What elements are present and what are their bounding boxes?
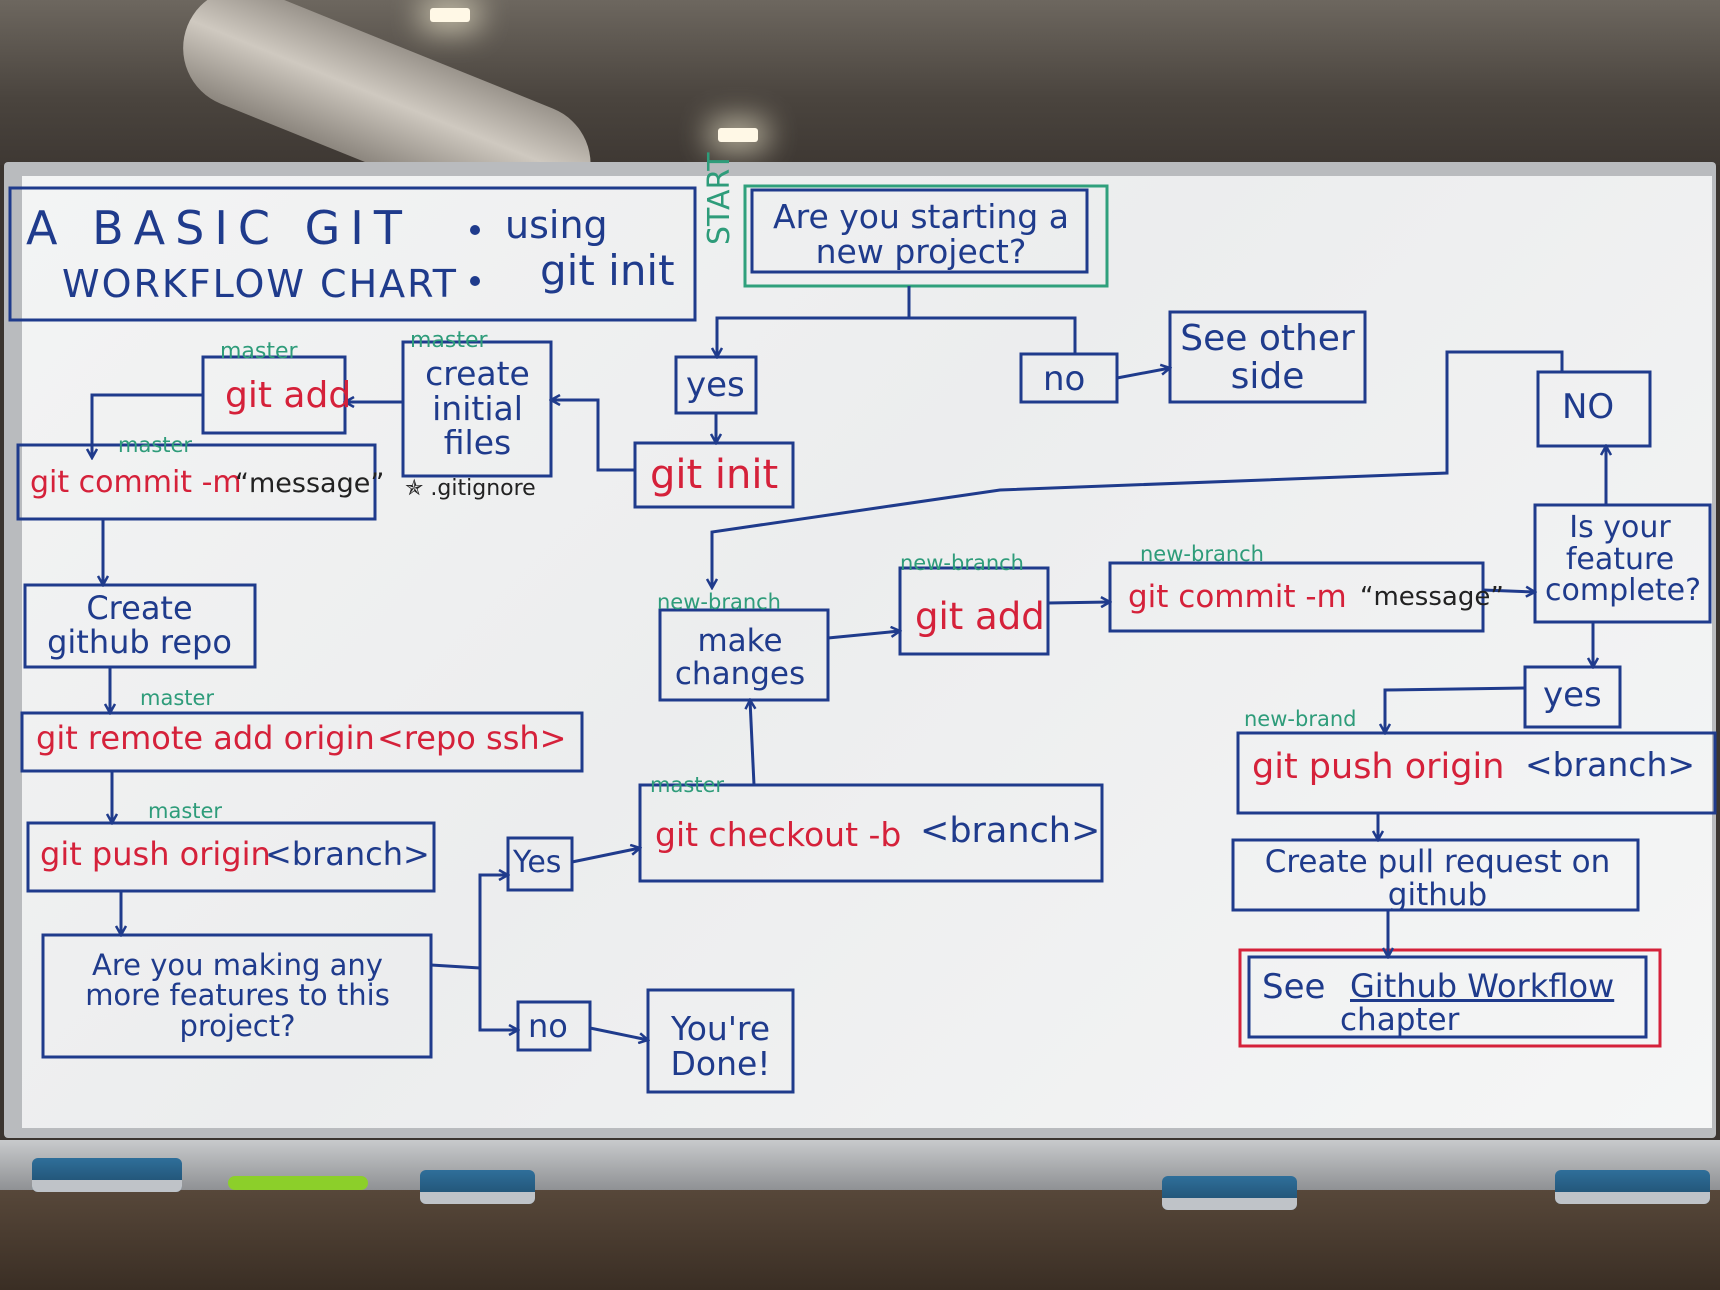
git-commit-branch-msg: “message”	[1360, 582, 1504, 612]
create-files-box	[401, 340, 553, 478]
git-push-branch-arg: <branch>	[1525, 745, 1696, 784]
eraser	[1555, 1170, 1710, 1204]
git-push-branch-box	[1236, 731, 1717, 815]
eraser	[1162, 1176, 1297, 1210]
git-commit-master-msg: “message”	[235, 468, 385, 499]
youre-done: You're Done!	[670, 1009, 771, 1083]
gitignore-note: ✯ .gitignore	[405, 476, 536, 501]
create-initial-files: create initial files	[425, 354, 530, 463]
see-other-side: See other side	[1180, 318, 1355, 397]
git-commit-branch-cmd: git commit -m	[1128, 579, 1347, 615]
branch-label-new-branch: new-branch	[1140, 542, 1264, 566]
branch-label-new-branch: new-branch	[657, 590, 781, 614]
q-feature-complete: Is your feature complete?	[1545, 510, 1702, 608]
git-checkout-box	[638, 783, 1104, 883]
start-box	[743, 184, 1109, 288]
github-workflow-link: Github Workflow	[1350, 967, 1615, 1005]
branch-label-master: master	[410, 328, 488, 353]
q-feature-box	[1533, 503, 1712, 624]
q-more-features-box	[41, 933, 433, 1059]
chapter-word: chapter	[1340, 1002, 1460, 1038]
yes3-box	[1523, 665, 1622, 729]
branch-label-master: master	[140, 686, 215, 710]
no1: no	[1043, 359, 1086, 399]
q-new-project: Are you starting a new project?	[773, 197, 1069, 271]
branch-label-master: master	[220, 339, 298, 364]
yes2-box	[506, 836, 574, 892]
git-push-branch-cmd: git push origin	[1252, 747, 1505, 787]
branch-label-master: master	[118, 433, 193, 457]
q-new-project-box	[750, 188, 1089, 274]
git-checkout-arg: <branch>	[920, 811, 1101, 851]
title-using: using	[505, 203, 608, 247]
git-remote-cmd: git remote add origin	[36, 719, 375, 757]
git-commit-master-box	[16, 443, 377, 521]
no2: no	[528, 1007, 568, 1045]
whiteboard	[22, 176, 1712, 1128]
git-add-master: git add	[225, 375, 352, 416]
create-pull-request: Create pull request on github	[1264, 844, 1611, 913]
no3-box	[1536, 370, 1652, 448]
pull-request-box	[1231, 838, 1640, 912]
title-line1: A BASIC GIT	[26, 201, 412, 255]
branch-label-master: master	[650, 773, 725, 797]
no3: NO	[1562, 387, 1615, 427]
git-push-master-box	[26, 821, 436, 893]
make-changes: make changes	[674, 623, 806, 692]
branch-label-new-branch: new-branch	[900, 551, 1024, 575]
make-changes-box	[658, 608, 830, 702]
start-label: START	[702, 152, 737, 245]
green-marker	[228, 1176, 368, 1190]
yes2: Yes	[513, 845, 562, 880]
git-checkout-cmd: git checkout -b	[655, 815, 902, 854]
ceiling-light	[430, 8, 470, 22]
git-push-master-cmd: git push origin	[40, 835, 271, 873]
create-github-repo: Create github repo	[47, 589, 232, 661]
yes1: yes	[686, 365, 745, 405]
see-other-side-box	[1168, 310, 1367, 404]
git-init: git init	[650, 452, 779, 498]
eraser	[420, 1170, 535, 1204]
title-box	[8, 186, 697, 322]
git-add-branch: git add	[915, 595, 1045, 638]
git-commit-master-cmd: git commit -m	[30, 465, 242, 500]
create-repo-box	[23, 583, 257, 669]
git-remote-box	[20, 711, 584, 773]
floor	[0, 1180, 1720, 1290]
q-more-features: Are you making any more features to this…	[85, 948, 390, 1043]
ceiling-light	[718, 128, 758, 142]
title-line2: WORKFLOW CHART	[62, 262, 458, 306]
git-remote-arg: <repo ssh>	[377, 719, 567, 757]
final-outer-box	[1238, 948, 1662, 1048]
final-inner-box	[1247, 955, 1648, 1039]
branch-label-master: master	[148, 799, 223, 823]
eraser	[32, 1158, 182, 1192]
title-bullet	[470, 276, 480, 286]
branch-label-new-brand: new-brand	[1244, 707, 1357, 731]
title-bullet	[470, 225, 480, 235]
yes3: yes	[1543, 675, 1602, 715]
git-push-master-arg: <branch>	[265, 835, 430, 873]
title-git-init: git init	[540, 246, 675, 295]
git-add-branch-box	[898, 566, 1050, 656]
see-label: See	[1262, 967, 1326, 1007]
